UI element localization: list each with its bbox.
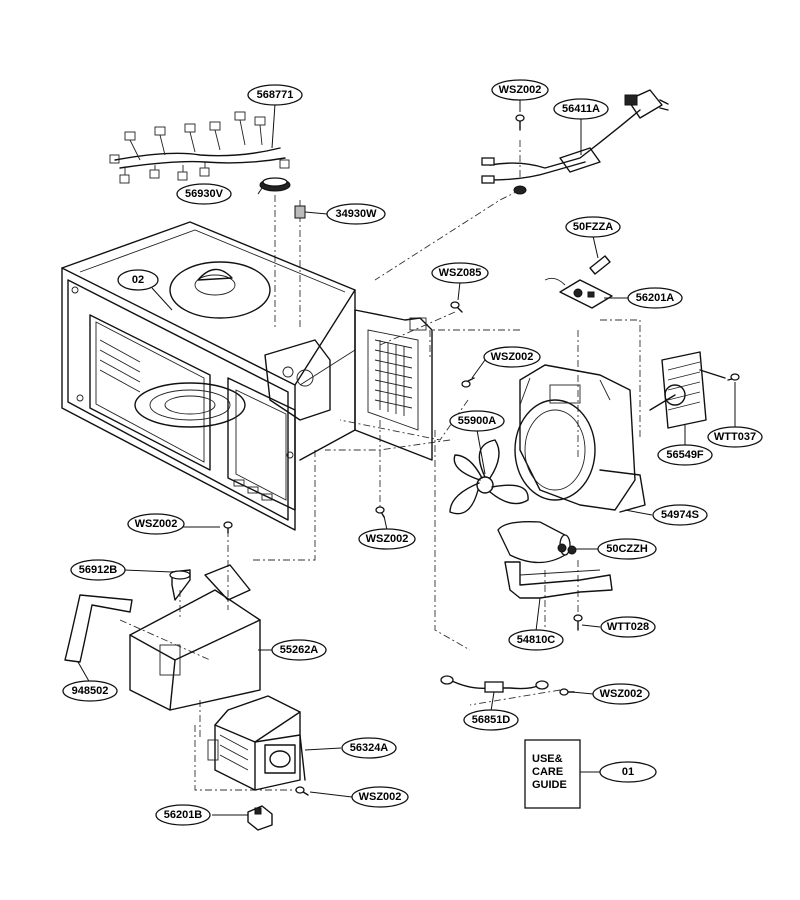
thermal-cutout xyxy=(247,805,273,831)
guide-text-line-2: CARE xyxy=(532,766,563,778)
svg-text:55900A: 55900A xyxy=(458,415,497,427)
capacitor-bracket xyxy=(504,561,613,599)
svg-text:WSZ002: WSZ002 xyxy=(600,688,643,700)
callout-50CZZH[interactable]: 50CZZH xyxy=(597,538,657,560)
callout-02[interactable]: 02 xyxy=(117,269,159,291)
callout-568771[interactable]: 568771 xyxy=(247,84,303,106)
svg-text:948502: 948502 xyxy=(72,685,109,697)
svg-text:56411A: 56411A xyxy=(562,103,600,115)
use-care-guide-booklet: USE& CARE GUIDE xyxy=(524,739,581,809)
thermostat xyxy=(259,177,291,192)
svg-text:WSZ085: WSZ085 xyxy=(439,267,482,279)
callout-56411A[interactable]: 56411A xyxy=(553,98,609,120)
assembly-guide-lines xyxy=(119,140,641,791)
callout-WTT037[interactable]: WTT037 xyxy=(707,426,763,448)
oven-cavity-chassis xyxy=(61,221,356,531)
svg-text:56201A: 56201A xyxy=(636,292,675,304)
part-callouts: 568771 56930V 34930W 02 WSZ002 56411A 50… xyxy=(62,79,763,826)
svg-text:02: 02 xyxy=(132,274,144,286)
callout-56851D[interactable]: 56851D xyxy=(463,709,519,731)
svg-text:56324A: 56324A xyxy=(350,742,389,754)
svg-text:WTT037: WTT037 xyxy=(714,431,756,443)
callout-34930W[interactable]: 34930W xyxy=(326,203,386,225)
fan-blade xyxy=(449,439,529,515)
callout-50FZZA[interactable]: 50FZZA xyxy=(565,216,621,238)
side-vent-panel xyxy=(354,309,433,461)
svg-text:WSZ002: WSZ002 xyxy=(366,533,409,545)
callout-56549F[interactable]: 56549F xyxy=(657,444,713,466)
leader-lines xyxy=(77,98,736,816)
callout-01[interactable]: 01 xyxy=(599,761,657,783)
svg-text:56930V: 56930V xyxy=(185,188,224,200)
callout-54974S[interactable]: 54974S xyxy=(652,504,708,526)
svg-text:34930W: 34930W xyxy=(336,208,378,220)
hv-diode xyxy=(440,675,549,693)
callout-WTT028[interactable]: WTT028 xyxy=(600,616,656,638)
svg-text:55262A: 55262A xyxy=(280,644,319,656)
callout-56324A[interactable]: 56324A xyxy=(341,737,397,759)
callout-WSZ002-top[interactable]: WSZ002 xyxy=(491,79,549,101)
svg-text:WTT028: WTT028 xyxy=(607,621,649,633)
callout-56930V[interactable]: 56930V xyxy=(176,183,232,205)
callout-WSZ002-diode[interactable]: WSZ002 xyxy=(592,683,650,705)
callout-56201A[interactable]: 56201A xyxy=(627,287,683,309)
svg-text:568771: 568771 xyxy=(257,89,294,101)
callout-56912B[interactable]: 56912B xyxy=(70,559,126,581)
guide-text-line-3: GUIDE xyxy=(532,779,567,791)
fuse xyxy=(589,255,611,275)
noise-filter-board xyxy=(544,277,613,309)
wire-harness xyxy=(109,111,290,184)
callout-55900A[interactable]: 55900A xyxy=(449,410,505,432)
guide-text-line-1: USE& xyxy=(532,753,563,765)
callout-WSZ085[interactable]: WSZ085 xyxy=(431,262,489,284)
svg-text:56851D: 56851D xyxy=(472,714,511,726)
svg-text:56201B: 56201B xyxy=(164,809,203,821)
svg-text:01: 01 xyxy=(622,766,634,778)
svg-text:50CZZH: 50CZZH xyxy=(606,543,648,555)
micro-switch xyxy=(294,205,306,219)
callout-948502[interactable]: 948502 xyxy=(62,680,118,702)
hv-transformer xyxy=(129,564,261,711)
callout-54810C[interactable]: 54810C xyxy=(508,629,564,651)
callout-56201B[interactable]: 56201B xyxy=(155,804,211,826)
svg-text:WSZ002: WSZ002 xyxy=(359,791,402,803)
power-cord xyxy=(481,89,669,195)
callout-WSZ002-fan[interactable]: WSZ002 xyxy=(483,346,541,368)
callout-WSZ002-center[interactable]: WSZ002 xyxy=(358,528,416,550)
svg-text:56912B: 56912B xyxy=(79,564,118,576)
svg-text:WSZ002: WSZ002 xyxy=(499,84,542,96)
callout-55262A[interactable]: 55262A xyxy=(271,639,327,661)
svg-text:56549F: 56549F xyxy=(666,449,704,461)
svg-text:54974S: 54974S xyxy=(661,509,699,521)
screws xyxy=(223,114,740,796)
fan-motor xyxy=(649,351,726,429)
capacitor xyxy=(497,521,577,564)
callout-WSZ002-bottom[interactable]: WSZ002 xyxy=(351,786,409,808)
svg-text:50FZZA: 50FZZA xyxy=(573,221,613,233)
svg-text:54810C: 54810C xyxy=(517,634,556,646)
door-choke xyxy=(64,594,133,663)
fan-housing xyxy=(514,364,646,513)
callout-WSZ002-left[interactable]: WSZ002 xyxy=(127,513,185,535)
svg-text:WSZ002: WSZ002 xyxy=(491,351,534,363)
svg-text:WSZ002: WSZ002 xyxy=(135,518,178,530)
magnetron xyxy=(207,695,306,791)
